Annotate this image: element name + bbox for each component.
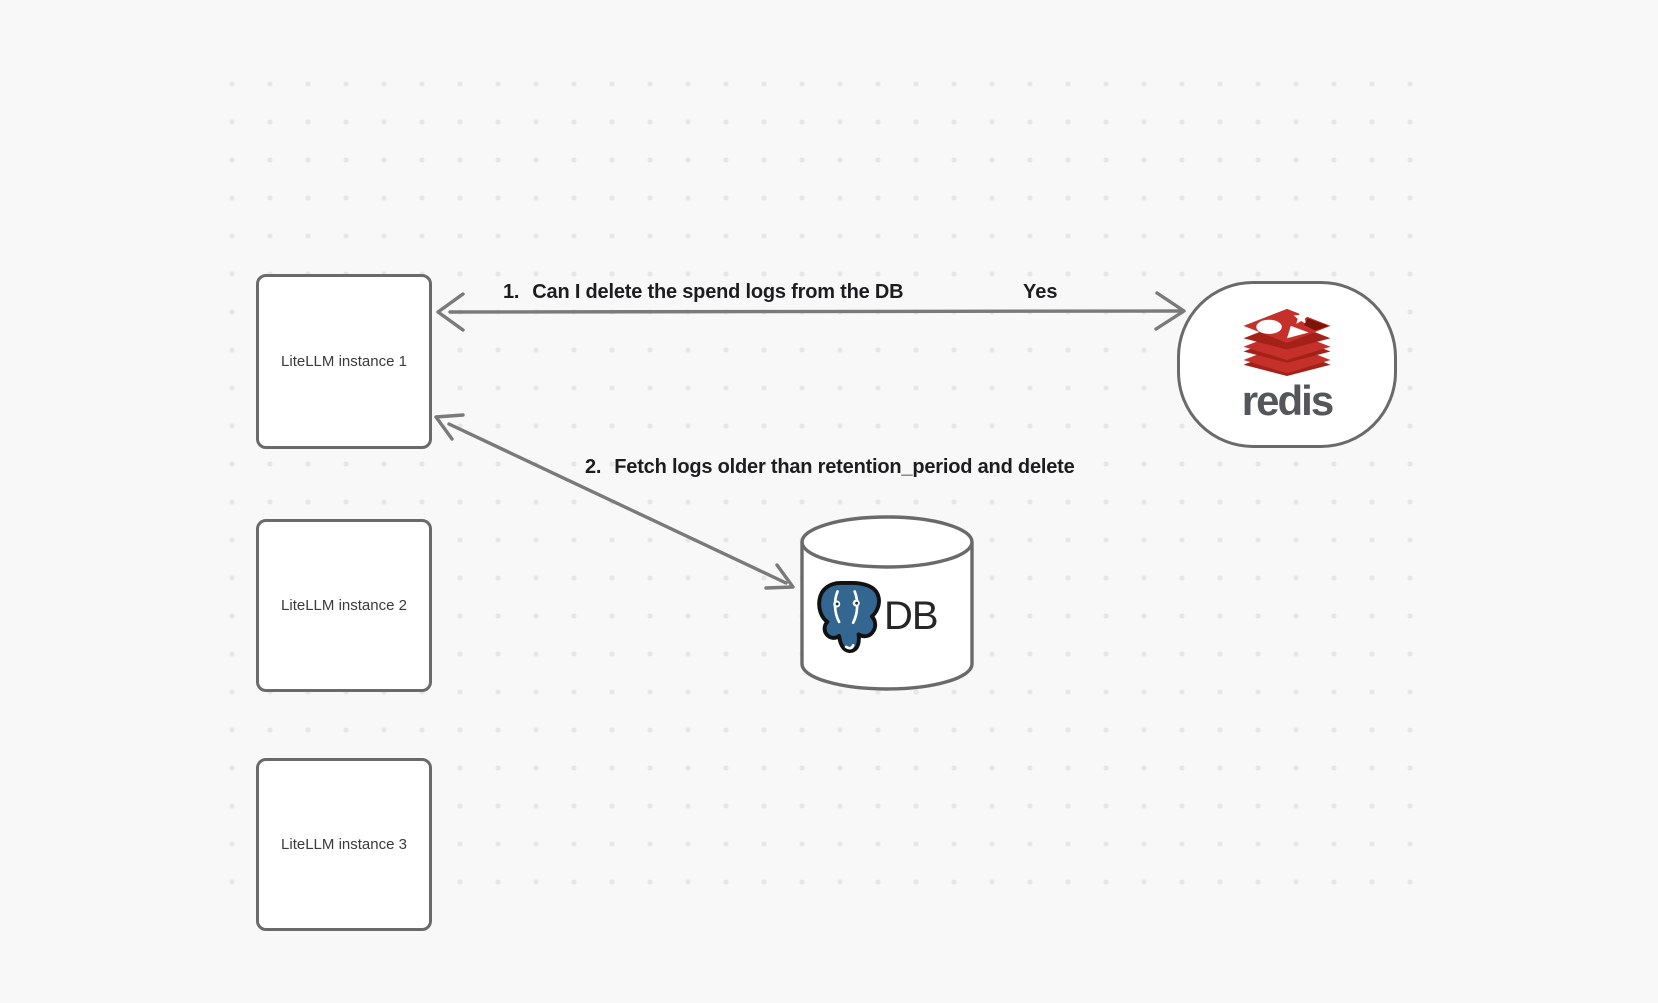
edge1-text: Can I delete the spend logs from the DB (532, 281, 904, 303)
redis-wordmark: redis (1241, 377, 1334, 424)
node-litellm-instance-2[interactable]: LiteLLM instance 2 (256, 519, 432, 692)
node-database-cylinder[interactable] (799, 515, 975, 693)
edge1-label[interactable]: 1. Can I delete the spend logs from the … (503, 281, 904, 304)
edge2-text: Fetch logs older than retention_period a… (614, 456, 1075, 478)
database-label: DB (884, 594, 939, 638)
postgresql-elephant-icon (817, 580, 881, 654)
node-label: LiteLLM instance 1 (281, 353, 407, 370)
edge2-number: 2. (585, 456, 602, 478)
node-redis[interactable]: redis (1177, 281, 1397, 448)
node-litellm-instance-3[interactable]: LiteLLM instance 3 (256, 758, 432, 931)
edge1-response-label[interactable]: Yes (1023, 281, 1058, 303)
edge1-number: 1. (503, 281, 520, 303)
edge2-label[interactable]: 2. Fetch logs older than retention_perio… (585, 456, 1075, 479)
node-label: LiteLLM instance 2 (281, 597, 407, 614)
redis-logo-icon (1243, 308, 1331, 377)
node-label: LiteLLM instance 3 (281, 836, 407, 853)
node-litellm-instance-1[interactable]: LiteLLM instance 1 (256, 274, 432, 449)
